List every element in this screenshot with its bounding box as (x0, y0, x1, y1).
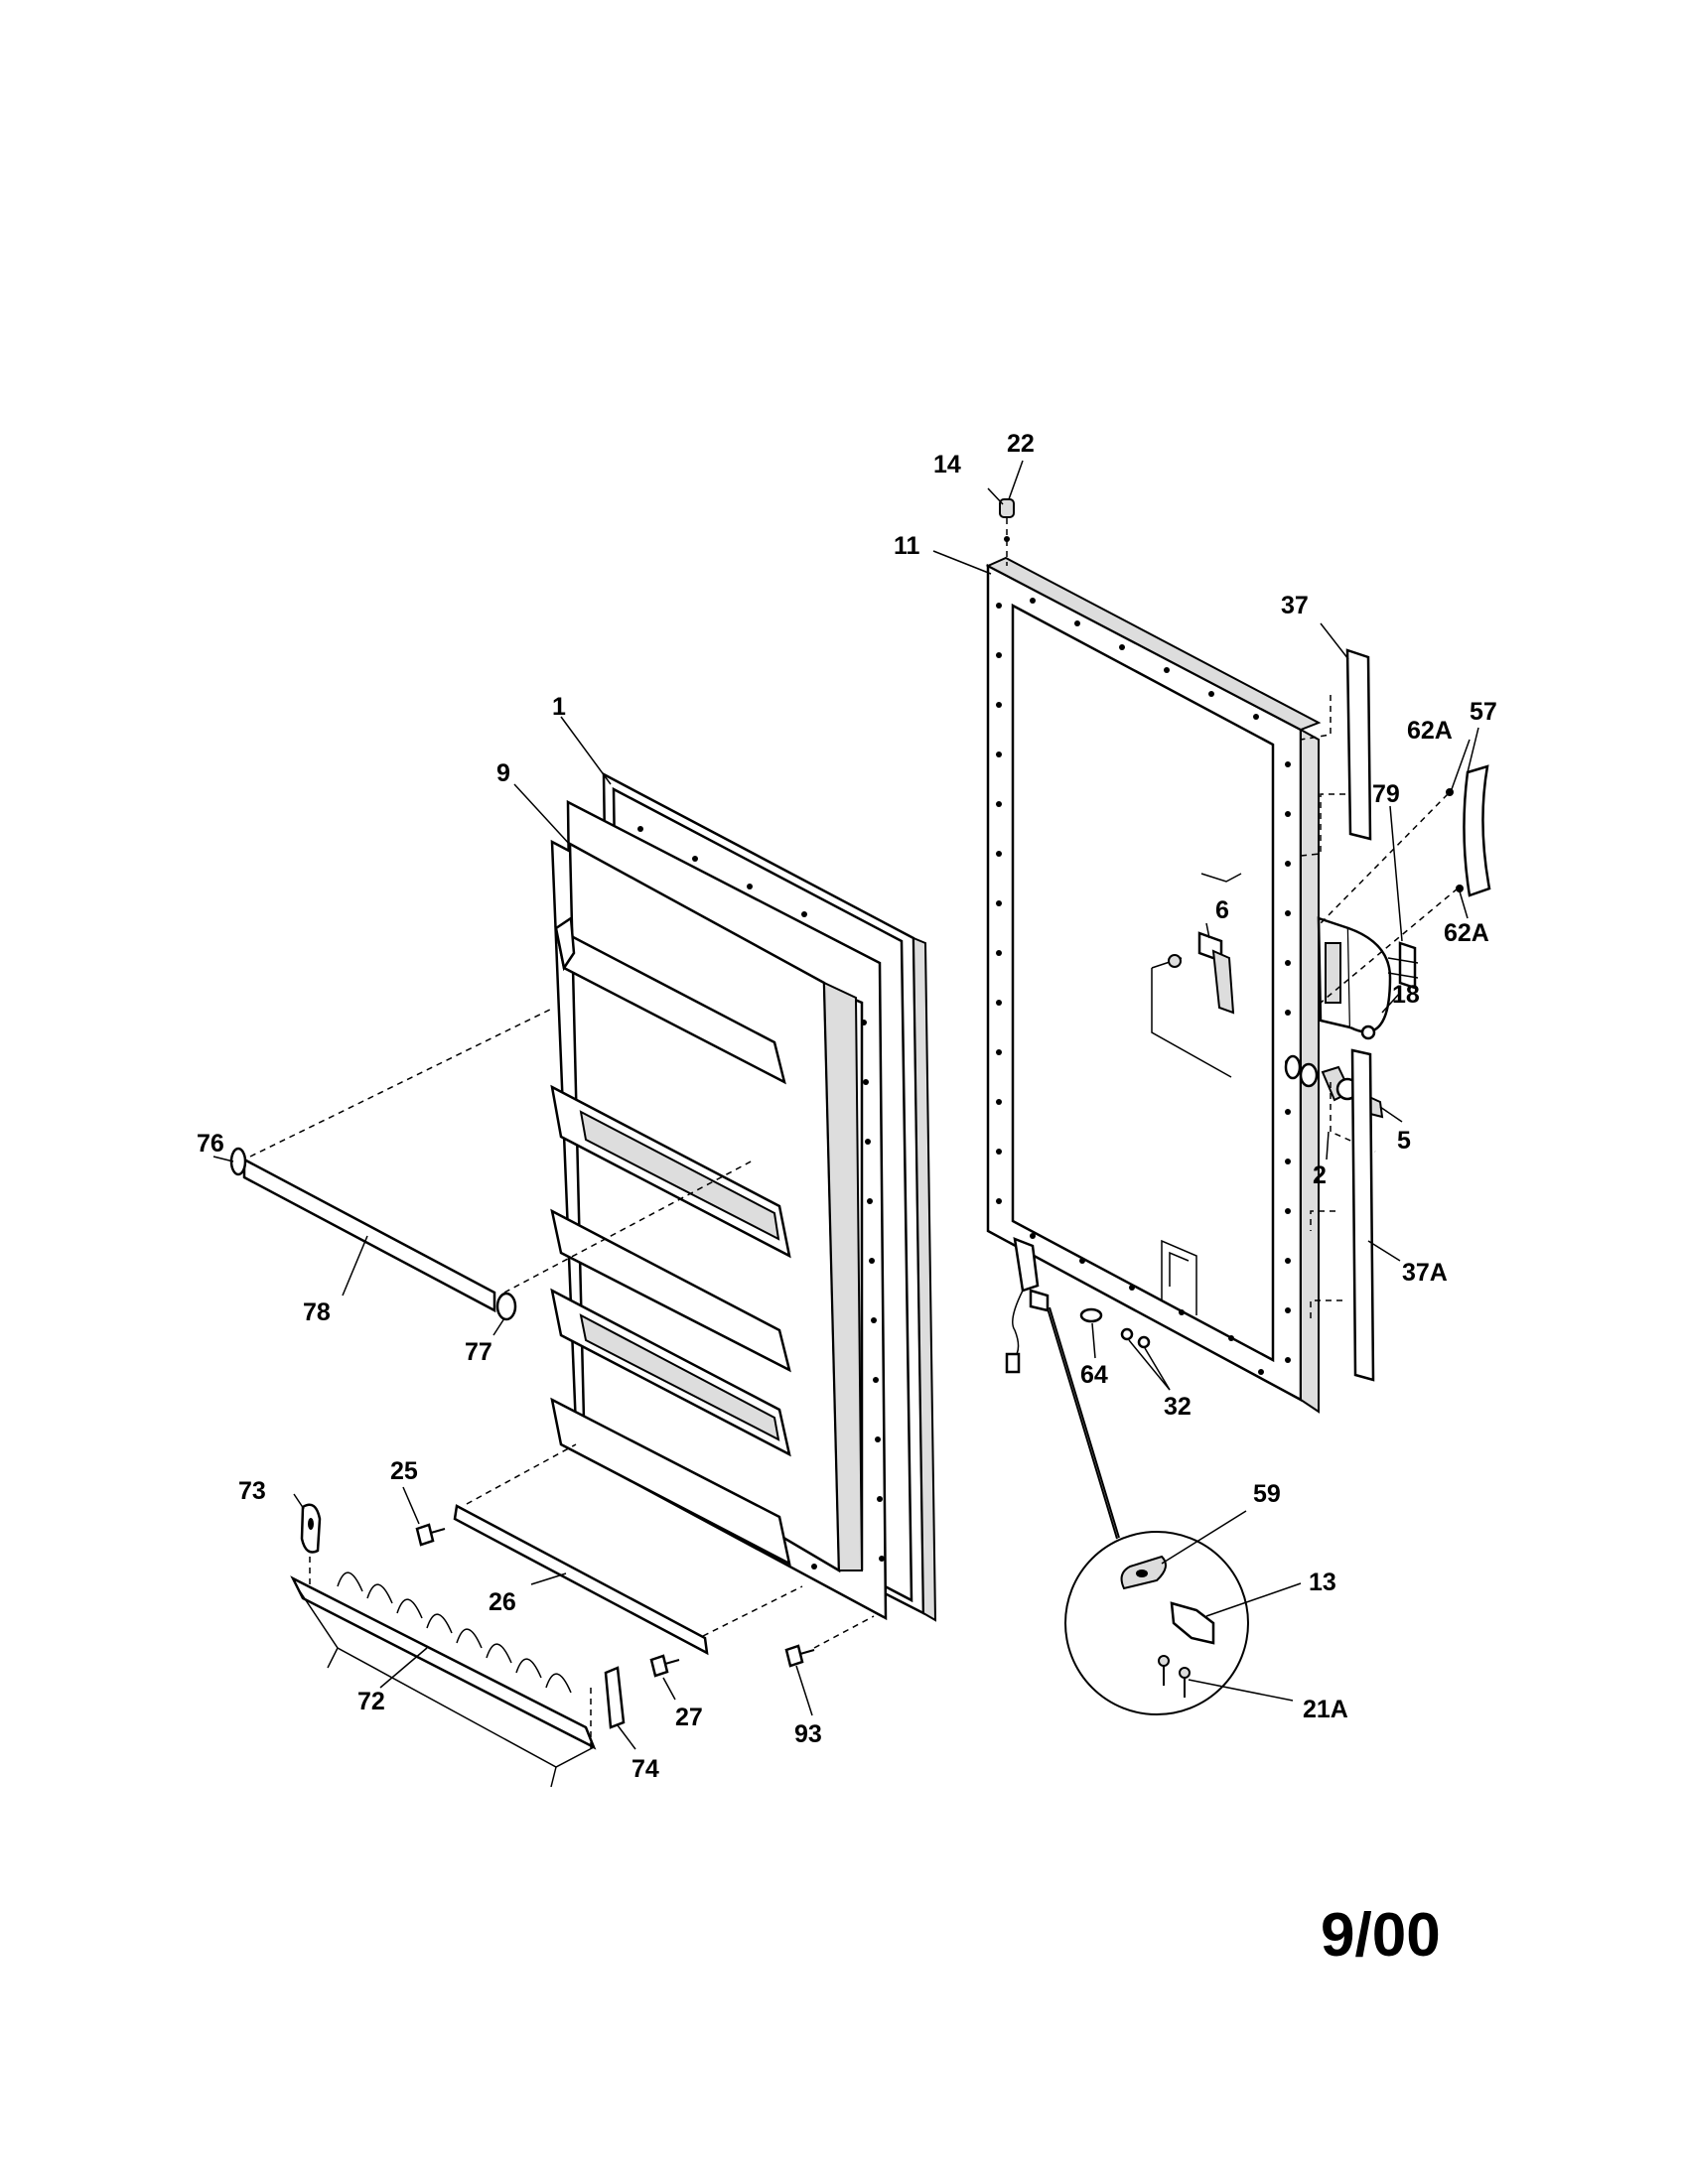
label-62a-bottom: 62A (1444, 919, 1489, 947)
label-93: 93 (794, 1720, 822, 1748)
shelf-bar-part (229, 1007, 756, 1321)
label-18: 18 (1392, 981, 1420, 1009)
label-27: 27 (675, 1704, 703, 1731)
label-32: 32 (1164, 1393, 1192, 1421)
strike-bracket-part (1151, 873, 1242, 1078)
label-37a: 37A (1402, 1259, 1448, 1287)
label-21a: 21A (1303, 1696, 1348, 1723)
label-76: 76 (197, 1130, 224, 1158)
label-74: 74 (632, 1755, 659, 1783)
label-64: 64 (1080, 1361, 1108, 1389)
liner-shelf-bins (550, 915, 791, 1567)
label-26: 26 (489, 1588, 516, 1616)
outer-door-panel (985, 556, 1322, 1414)
label-59: 59 (1253, 1480, 1281, 1508)
label-72: 72 (357, 1688, 385, 1715)
top-plug-part (999, 498, 1015, 566)
label-37: 37 (1281, 592, 1309, 619)
label-73: 73 (238, 1477, 266, 1505)
label-57: 57 (1470, 698, 1497, 726)
label-79: 79 (1372, 780, 1400, 808)
label-leader-lines (212, 460, 1479, 1750)
label-1: 1 (552, 693, 566, 721)
label-11: 11 (894, 532, 920, 560)
panel-mounting-holes (996, 598, 1291, 1375)
label-22: 22 (1007, 430, 1035, 458)
label-25: 25 (390, 1457, 418, 1485)
wire-basket-part (290, 1503, 626, 1788)
label-62a-top: 62A (1407, 717, 1453, 745)
label-13: 13 (1309, 1569, 1336, 1596)
lower-shelf-bar-part (453, 1443, 803, 1656)
label-6: 6 (1215, 896, 1229, 924)
label-77: 77 (465, 1338, 492, 1366)
door-handle-assembly (1317, 764, 1491, 1040)
detail-leader-line (1047, 1307, 1118, 1540)
label-2: 2 (1313, 1161, 1327, 1189)
hinge-detail-inset (1064, 1531, 1249, 1715)
label-5: 5 (1397, 1127, 1411, 1155)
screw-parts (415, 1523, 875, 1678)
bottom-hinge-parts (1005, 1237, 1151, 1374)
handle-gasket-strips (1300, 648, 1375, 1382)
label-78: 78 (303, 1298, 331, 1326)
label-9: 9 (496, 759, 510, 787)
revision-date: 9/00 (1321, 1901, 1441, 1970)
label-14: 14 (933, 451, 961, 478)
